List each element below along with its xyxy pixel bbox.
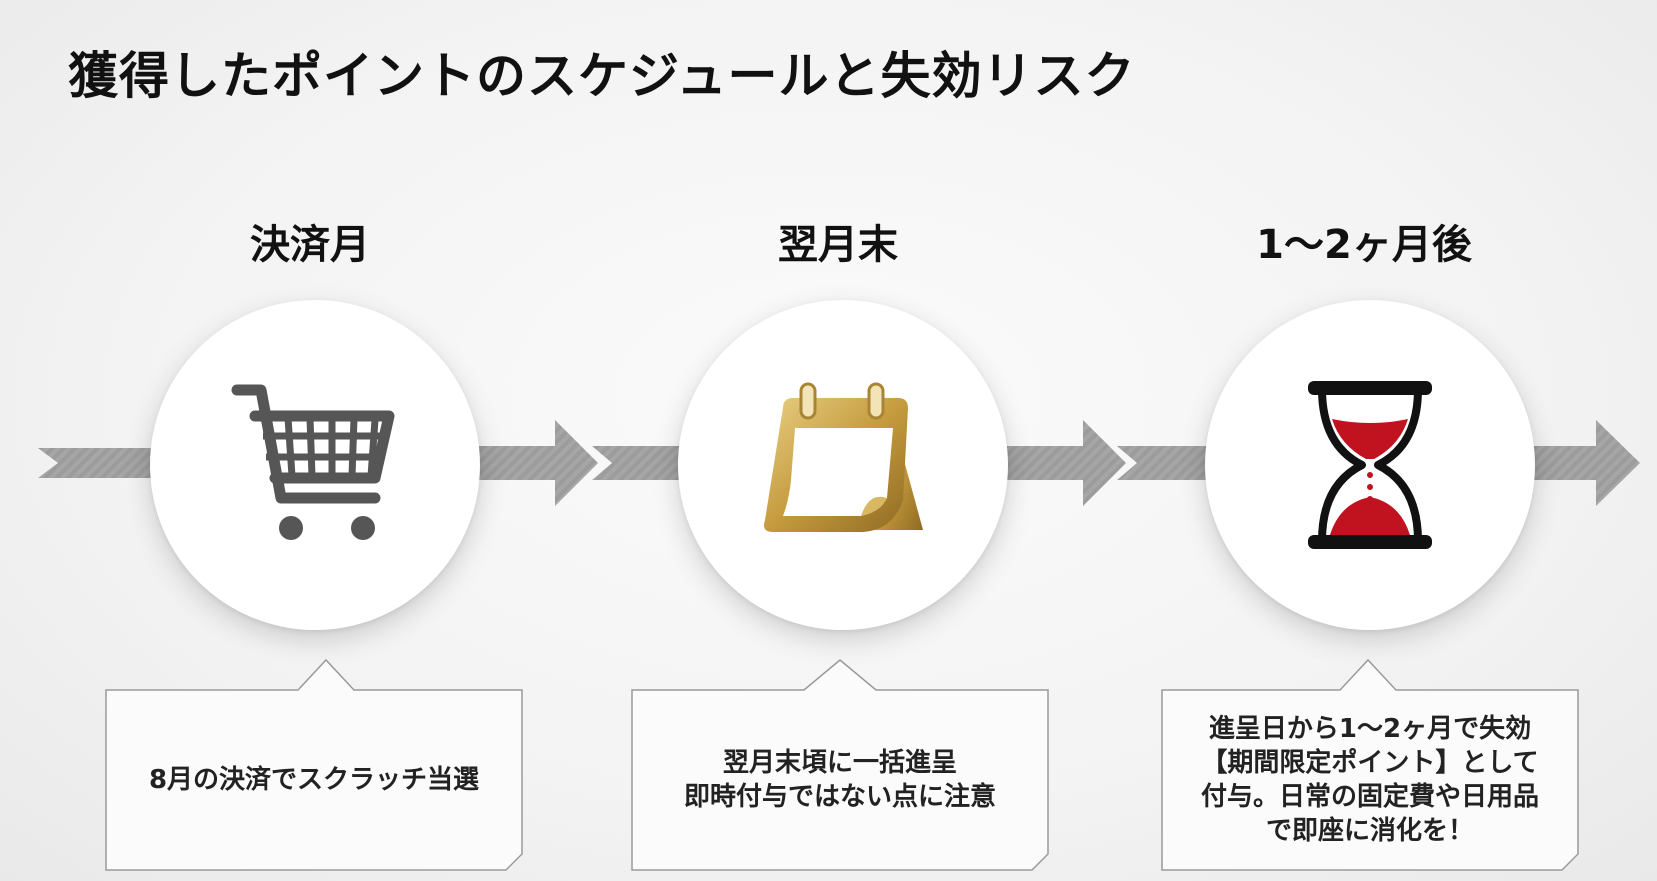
step-label-2: 翌月末 [778, 222, 898, 268]
step-label-3: 1〜2ヶ月後 [1256, 222, 1472, 268]
step-circle-2 [678, 300, 1008, 630]
arrow-head-3 [1525, 420, 1640, 506]
arrow-segment-2 [592, 446, 690, 480]
step-circle-1 [150, 300, 480, 630]
callout-3-line-4: で即座に消化を！ [1265, 816, 1474, 846]
hourglass-icon [1308, 381, 1432, 549]
callout-text-2: 翌月末頃に一括進呈 即時付与ではない点に注意 [684, 746, 996, 814]
callout-1-line-1: 8月の決済でスクラッチ当選 [148, 765, 480, 795]
callout-box-1: 8月の決済でスクラッチ当選 [104, 658, 524, 872]
arrow-head-2 [1000, 420, 1126, 506]
callout-2-line-1: 翌月末頃に一括進呈 [722, 748, 957, 778]
shopping-cart-icon [231, 384, 395, 540]
callout-text-1: 8月の決済でスクラッチ当選 [149, 763, 479, 797]
callout-text-3: 進呈日から1〜2ヶ月で失効 【期間限定ポイント】として 付与。日常の固定費や日用… [1201, 712, 1539, 848]
calendar-icon [764, 382, 923, 532]
callout-box-3: 進呈日から1〜2ヶ月で失効 【期間限定ポイント】として 付与。日常の固定費や日用… [1160, 658, 1580, 872]
arrow-head-1 [470, 420, 598, 506]
arrow-segment-1 [38, 448, 160, 478]
page-title: 獲得したポイントのスケジュールと失効リスク [68, 47, 1136, 105]
callout-3-line-2: 【期間限定ポイント】として [1201, 748, 1539, 778]
step-circle-3 [1205, 300, 1535, 630]
step-label-1: 決済月 [250, 222, 370, 268]
callout-box-2: 翌月末頃に一括進呈 即時付与ではない点に注意 [630, 658, 1050, 872]
callout-2-line-2: 即時付与ではない点に注意 [683, 782, 996, 812]
callout-3-line-3: 付与。日常の固定費や日用品 [1200, 782, 1539, 812]
callout-3-line-1: 進呈日から1〜2ヶ月で失効 [1208, 714, 1532, 744]
arrow-segment-3 [1117, 446, 1210, 480]
